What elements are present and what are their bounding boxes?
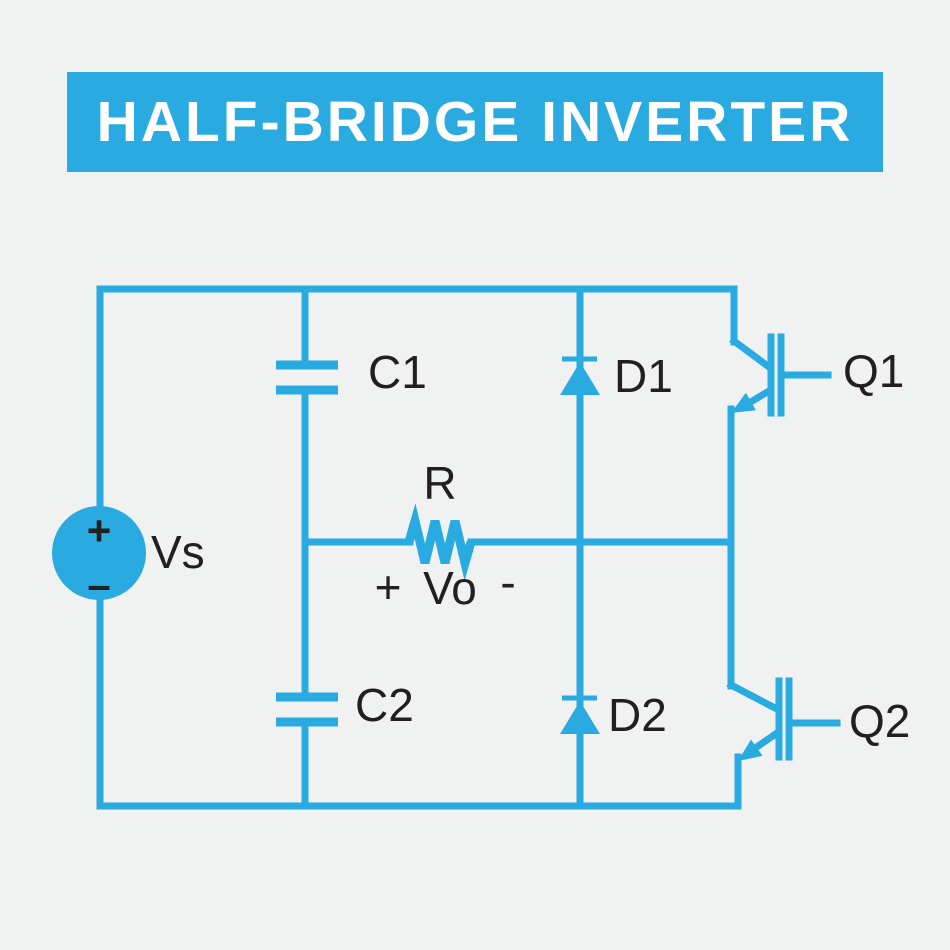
voltage-source-circle bbox=[52, 506, 146, 600]
diode-d1-triangle bbox=[560, 362, 600, 395]
diode-d1-symbol bbox=[560, 356, 600, 395]
capacitor-c1-symbol bbox=[276, 360, 338, 395]
resistor-r-symbol bbox=[404, 503, 476, 581]
label-vo: Vo bbox=[423, 562, 477, 614]
source-minus-sign: – bbox=[87, 561, 110, 608]
q2-collector-lead bbox=[726, 680, 782, 714]
label-q2: Q2 bbox=[849, 695, 910, 747]
output-minus-sign: - bbox=[500, 556, 515, 608]
q2-emitter-arrow-icon bbox=[738, 739, 763, 761]
output-plus-sign: + bbox=[375, 561, 402, 613]
label-d2: D2 bbox=[608, 689, 667, 741]
label-d1: D1 bbox=[614, 350, 673, 402]
igbt-q2-symbol bbox=[726, 677, 841, 761]
voltage-source-symbol: + – bbox=[52, 506, 146, 608]
igbt-q1-symbol bbox=[729, 333, 832, 417]
q1-collector-lead bbox=[729, 336, 774, 372]
capacitor-c2-symbol bbox=[276, 692, 338, 727]
label-q1: Q1 bbox=[843, 345, 904, 397]
diode-d2-symbol bbox=[560, 695, 600, 734]
label-vs: Vs bbox=[151, 526, 205, 578]
page-title: HALF-BRIDGE INVERTER bbox=[96, 90, 854, 154]
label-r: R bbox=[423, 457, 456, 509]
diode-d2-triangle bbox=[560, 701, 600, 734]
label-c2: C2 bbox=[355, 679, 414, 731]
q1-emitter-arrow-icon bbox=[731, 392, 756, 413]
source-plus-sign: + bbox=[87, 507, 112, 554]
title-banner: HALF-BRIDGE INVERTER bbox=[67, 72, 883, 172]
label-c1: C1 bbox=[368, 346, 427, 398]
